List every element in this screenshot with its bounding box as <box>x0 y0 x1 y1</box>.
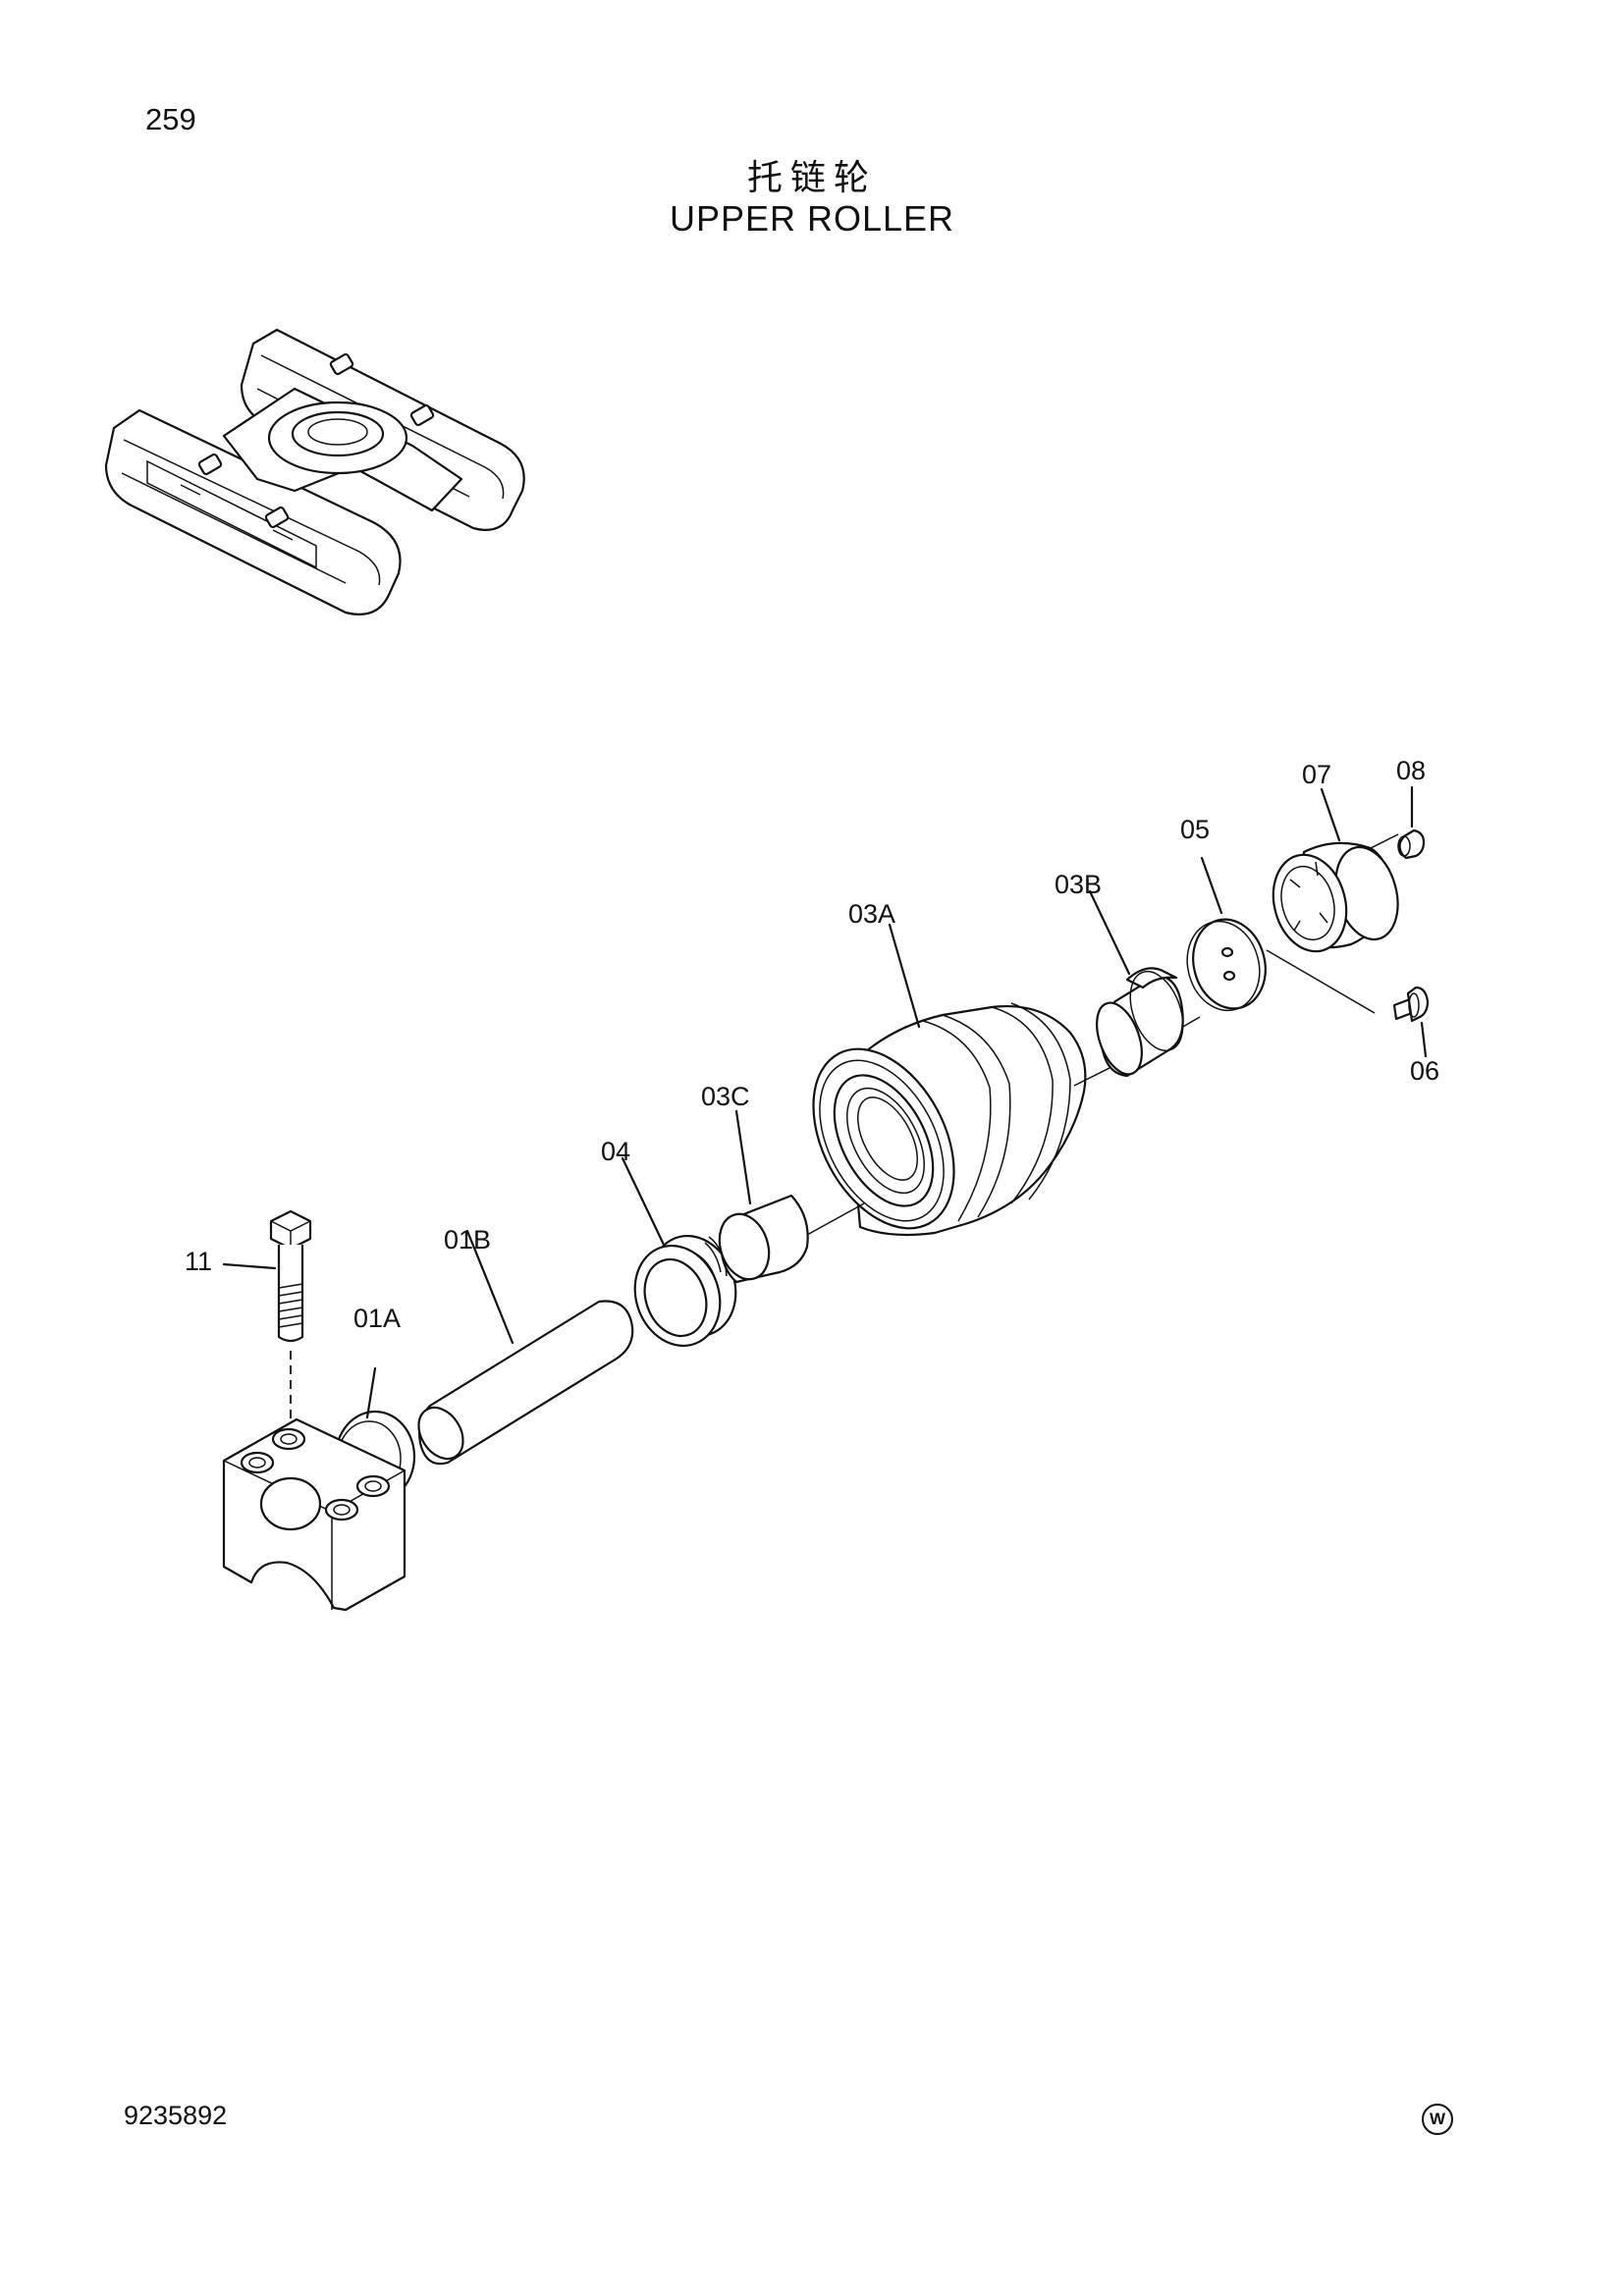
part-01A-shaft-support <box>222 1366 416 1612</box>
callout-01B: 01B <box>444 1225 491 1255</box>
callout-06: 06 <box>1410 1056 1439 1086</box>
part-03B-flanged-bushing <box>1088 889 1184 1078</box>
circled-w-icon: W <box>1422 2104 1453 2135</box>
undercarriage-overview-icon <box>104 328 525 615</box>
page-number: 259 <box>145 102 196 136</box>
document-number: 9235892 <box>124 2101 228 2130</box>
part-06-screw <box>1392 986 1430 1058</box>
callout-03A: 03A <box>848 899 895 929</box>
part-03C-bushing <box>718 1109 809 1284</box>
callout-08: 08 <box>1396 756 1426 785</box>
part-01B-shaft <box>417 1229 634 1466</box>
callout-11: 11 <box>185 1247 212 1276</box>
part-11-bolt <box>222 1209 312 1421</box>
part-05-cover-plate <box>1186 856 1267 1012</box>
callout-03C: 03C <box>701 1082 750 1111</box>
page-title-chinese: 托链轮 <box>746 158 877 198</box>
part-08-plug <box>1397 785 1426 860</box>
callout-05: 05 <box>1180 815 1210 844</box>
part-03A-roller <box>812 923 1087 1237</box>
callout-04: 04 <box>601 1137 630 1166</box>
part-07-end-cap <box>1272 787 1399 953</box>
page-title-english: UPPER ROLLER <box>669 198 955 239</box>
part-04-floating-seal <box>621 1156 737 1348</box>
callout-03B: 03B <box>1055 870 1102 899</box>
callout-07: 07 <box>1302 760 1331 789</box>
callout-01A: 01A <box>353 1304 401 1333</box>
